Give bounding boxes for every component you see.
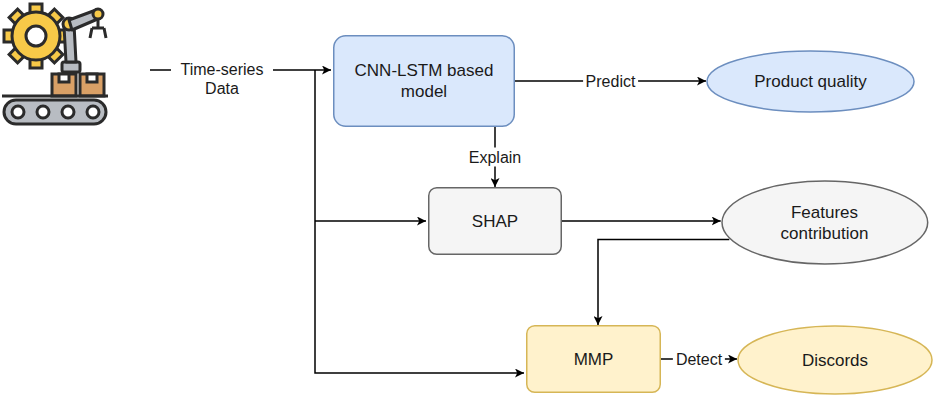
output-ellipse: Features contribution xyxy=(721,180,929,265)
output-ellipse: Discords xyxy=(737,325,933,395)
input-label: Time-series Data xyxy=(171,60,273,98)
robot-arm-icon xyxy=(62,9,106,72)
belt-roller xyxy=(37,106,49,118)
ellipse-shape xyxy=(722,181,928,264)
ellipse-shape xyxy=(707,51,914,112)
belt-roller xyxy=(12,106,24,118)
edge-label: Explain xyxy=(466,148,524,167)
input-line xyxy=(315,220,426,222)
conveyor-belt-icon xyxy=(2,96,108,124)
box-outline xyxy=(333,35,515,127)
belt-roller xyxy=(87,106,99,118)
node-text: SHAP xyxy=(472,211,518,232)
node-text: CNN-LSTM based model xyxy=(343,60,505,102)
process-box: MMP xyxy=(526,325,661,393)
node-text: MMP xyxy=(574,349,614,370)
belt-roller xyxy=(62,106,74,118)
gear-icon xyxy=(4,4,68,68)
node-text: Discords xyxy=(802,350,868,371)
node-text: Features contribution xyxy=(757,202,892,244)
box-shape xyxy=(527,326,661,393)
arrow-connector xyxy=(562,220,721,222)
edge-label: Predict xyxy=(583,72,639,91)
box-shape xyxy=(334,36,515,127)
ellipse-outline xyxy=(721,180,929,265)
output-ellipse: Product quality xyxy=(706,50,915,113)
edge-label: Detect xyxy=(673,350,725,369)
process-box: SHAP xyxy=(428,187,562,255)
node-text: Product quality xyxy=(754,71,866,92)
ellipse-shape xyxy=(738,326,932,394)
box-shape xyxy=(429,188,562,255)
arrow-connector xyxy=(598,240,729,326)
model-box: CNN-LSTM based model xyxy=(333,35,515,127)
factory-robot-icon xyxy=(2,4,108,124)
parcel-box-icon xyxy=(52,74,104,96)
